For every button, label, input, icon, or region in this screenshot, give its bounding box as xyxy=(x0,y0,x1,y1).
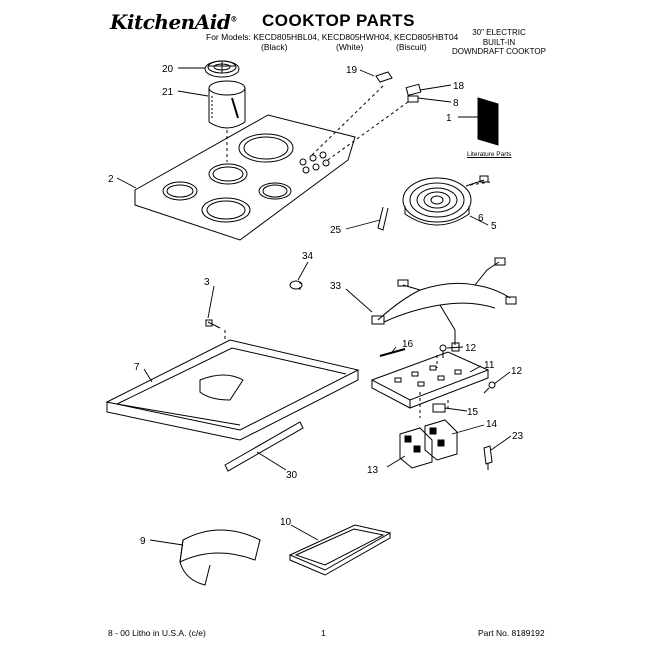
callout-7: 7 xyxy=(134,362,140,373)
callout-1: 1 xyxy=(446,113,452,124)
footer-page-number: 1 xyxy=(321,628,326,638)
callout-8: 8 xyxy=(453,98,459,109)
alignment-lines xyxy=(224,85,491,418)
callout-9: 9 xyxy=(140,536,146,547)
part-screw-3 xyxy=(205,319,221,329)
callout-25: 25 xyxy=(330,225,342,236)
callout-5: 5 xyxy=(491,221,497,232)
callout-14: 14 xyxy=(486,419,498,430)
callout-23: 23 xyxy=(512,431,524,442)
callout-19: 19 xyxy=(346,65,358,76)
part-control-bracket xyxy=(370,351,490,409)
part-screw-top xyxy=(439,344,447,358)
callout-2: 2 xyxy=(108,174,114,185)
part-grommet xyxy=(289,280,303,290)
callout-21: 21 xyxy=(162,87,174,98)
brand-logo: KitchenAid® xyxy=(110,10,237,34)
part-strip xyxy=(224,421,304,472)
part-duct-band xyxy=(179,529,261,586)
callout-18: 18 xyxy=(453,81,465,92)
model-list: For Models: KECD805HBL04, KECD805HWH04, … xyxy=(206,32,459,42)
callout-leaders xyxy=(116,67,512,546)
part-literature xyxy=(477,97,499,146)
part-18-switch xyxy=(405,83,422,103)
part-terminal xyxy=(483,445,493,470)
part-15 xyxy=(432,403,446,413)
part-infinite-switches xyxy=(399,419,458,469)
page-title: COOKTOP PARTS xyxy=(262,11,415,30)
part-wire-harness xyxy=(371,257,517,352)
callout-13: 13 xyxy=(367,465,379,476)
callout-6: 6 xyxy=(478,213,484,224)
part-cooktop-glass xyxy=(134,114,356,241)
callout-12-right: 12 xyxy=(511,366,523,377)
part-radiant-element xyxy=(402,175,489,226)
part-tray xyxy=(288,524,392,576)
part-cooktop-frame xyxy=(105,339,360,441)
callout-12-top: 12 xyxy=(465,343,477,354)
callout-34: 34 xyxy=(302,251,314,262)
callout-20: 20 xyxy=(162,64,174,75)
callout-numbers: 20 21 2 19 18 8 1 6 5 25 34 3 33 16 12 1… xyxy=(108,64,524,547)
part-screw-right xyxy=(483,381,496,394)
part-rod xyxy=(379,348,406,357)
part-clip xyxy=(377,206,389,231)
callout-11: 11 xyxy=(484,360,495,371)
part-vent-canister xyxy=(208,80,246,129)
part-19-knob xyxy=(375,71,393,83)
callout-3: 3 xyxy=(204,277,210,288)
variant-black: (Black) xyxy=(261,42,288,52)
callout-16: 16 xyxy=(402,339,414,350)
callout-10: 10 xyxy=(280,517,292,528)
footer-litho: 8 - 00 Litho in U.S.A. (c/e) xyxy=(108,628,206,638)
footer-part-number: Part No. 8189192 xyxy=(478,628,545,638)
product-description: 30" ELECTRIC BUILT-IN DOWNDRAFT COOKTOP xyxy=(452,28,546,56)
variant-white: (White) xyxy=(336,42,364,52)
part-vent-grille xyxy=(204,60,240,78)
callout-30: 30 xyxy=(286,470,298,481)
callout-33: 33 xyxy=(330,281,342,292)
literature-parts-label: Literature Parts xyxy=(467,151,512,158)
variant-biscuit: (Biscuit) xyxy=(396,42,427,52)
callout-15: 15 xyxy=(467,407,479,418)
